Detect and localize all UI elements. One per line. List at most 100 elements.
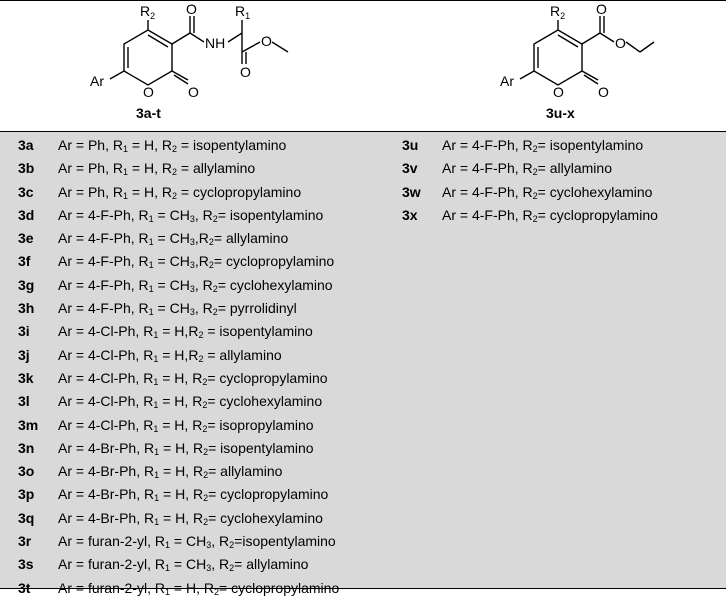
label-ar: Ar: [90, 73, 104, 89]
table-row: 3j Ar = 4-Cl-Ph, R1 = H,R2 = allylamino: [18, 344, 398, 367]
ar-bond: [519, 70, 535, 80]
table-row: 3n Ar = 4-Br-Ph, R1 = H, R2= isopentylami…: [18, 437, 398, 460]
label-r1: R1: [235, 3, 250, 21]
compound-id: 3r: [18, 533, 32, 550]
table-column-left: 3a Ar = Ph, R1 = H, R2 = isopentylamino 3b…: [18, 134, 398, 600]
table-row: 3f Ar = 4-F-Ph, R1 = CH3,R2= cyclopropyla…: [18, 250, 398, 273]
lactone-co-bond-2: [583, 74, 599, 85]
substituent-description: Ar = furan-2-yl, R1 = CH3, R2=isopentyla…: [58, 533, 336, 551]
lactone-co-bond-2: [173, 74, 189, 85]
ethyl-bond-2: [639, 41, 655, 53]
ring-double-bond-2: [147, 34, 169, 48]
substituent-description: Ar = 4-F-Ph, R2= allylamino: [442, 160, 612, 178]
lactone-co-bond: [581, 70, 599, 81]
compound-id: 3g: [18, 276, 35, 293]
substituent-description: Ar = 4-Br-Ph, R1 = H, R2= cyclopropylami…: [58, 486, 329, 504]
compound-id: 3w: [402, 183, 421, 200]
compound-id: 3q: [18, 509, 35, 526]
compound-id: 3b: [18, 160, 35, 177]
substituent-description: Ar = 4-F-Ph, R1 = CH3, R2= pyrrolidinyl: [58, 300, 297, 318]
table-row: 3g Ar = 4-F-Ph, R1 = CH3, R2= cyclohexyla…: [18, 274, 398, 297]
table-row: 3h Ar = 4-F-Ph, R1 = CH3, R2= pyrrolidiny…: [18, 297, 398, 320]
compound-id: 3f: [18, 253, 31, 270]
structure-3a-t: R2 R1 O NH O O Ar O O 3a-t: [60, 0, 360, 128]
label-o-ester-dbl: O: [596, 1, 607, 17]
ester-o-bond: [599, 32, 615, 43]
compound-id: 3c: [18, 183, 34, 200]
compound-id: 3d: [18, 206, 35, 223]
compound-id: 3h: [18, 300, 35, 317]
methyl-bond: [271, 41, 289, 53]
ester-o-bond: [241, 41, 261, 53]
label-ar: Ar: [500, 73, 514, 89]
substituent-description: Ar = 4-Br-Ph, R1 = H, R2= isopentylamino: [58, 439, 314, 457]
compound-id: 3p: [18, 486, 35, 503]
substituent-description: Ar = Ph, R1 = H, R2 = cyclopropylamino: [58, 183, 302, 201]
ring-bonds: [533, 29, 583, 86]
table-row: 3e Ar = 4-F-Ph, R1 = CH3,R2= allylamino: [18, 227, 398, 250]
structure-3u-x-drawing: R2 O O Ar O O 3u-x: [500, 1, 655, 121]
ethyl-bond-1: [625, 41, 641, 53]
label-o-ester: O: [615, 35, 626, 51]
compound-id: 3a: [18, 137, 34, 153]
substituent-description: Ar = 4-Cl-Ph, R1 = H,R2 = allylamino: [58, 346, 282, 364]
label-o-ring: O: [143, 84, 154, 100]
substituent-description: Ar = 4-F-Ph, R2= cyclopropylamino: [442, 206, 658, 224]
table-row: 3a Ar = Ph, R1 = H, R2 = isopentylamino: [18, 134, 398, 157]
table-row: 3w Ar = 4-F-Ph, R2= cyclohexylamino: [402, 181, 722, 204]
substituent-description: Ar = 4-Cl-Ph, R1 = H,R2 = isopentylamino: [58, 323, 313, 341]
table-row: 3v Ar = 4-F-Ph, R2= allylamino: [402, 157, 722, 180]
table-row: 3d Ar = 4-F-Ph, R1 = CH3, R2= isopentylam…: [18, 204, 398, 227]
label-r2: R2: [140, 3, 155, 21]
substituent-description: Ar = 4-F-Ph, R1 = CH3, R2= cyclohexylami…: [58, 276, 333, 294]
label-r2: R2: [550, 3, 565, 21]
lactone-co-bond: [171, 70, 189, 81]
substituent-description: Ar = 4-Cl-Ph, R1 = H, R2= isopropylamino: [58, 416, 314, 434]
substituent-description: Ar = 4-Br-Ph, R1 = H, R2= allylamino: [58, 463, 283, 481]
ring-double-bond-2: [557, 34, 579, 48]
compound-id: 3l: [18, 393, 30, 410]
label-o-ester-dbl: O: [240, 64, 251, 80]
label-nh: NH: [205, 35, 225, 51]
compound-id: 3e: [18, 230, 34, 247]
structure-3u-x: R2 O O Ar O O 3u-x: [470, 0, 710, 128]
substituent-description: Ar = Ph, R1 = H, R2 = allylamino: [58, 160, 256, 178]
compound-label-3a-t: 3a-t: [136, 105, 161, 121]
substituent-description: Ar = 4-F-Ph, R1 = CH3,R2= cyclopropylami…: [58, 253, 335, 271]
compound-id: 3k: [18, 369, 34, 386]
label-o-carbonyl: O: [188, 84, 199, 100]
compound-id: 3s: [18, 556, 34, 573]
compound-id: 3m: [18, 416, 39, 433]
table-row: 3s Ar = furan-2-yl, R1 = CH3, R2= allylam…: [18, 553, 398, 576]
amide-bond-n: [189, 32, 205, 43]
substituent-description: Ar = 4-F-Ph, R1 = CH3,R2= allylamino: [58, 230, 289, 248]
substituent-description: Ar = 4-F-Ph, R1 = CH3, R2= isopentylamin…: [58, 206, 324, 224]
ring-bonds: [123, 29, 173, 86]
table-row: 3c Ar = Ph, R1 = H, R2 = cyclopropylamino: [18, 181, 398, 204]
table-row: 3p Ar = 4-Br-Ph, R1 = H, R2= cyclopropyla…: [18, 483, 398, 506]
table-row: 3x Ar = 4-F-Ph, R2= cyclopropylamino: [402, 204, 722, 227]
table-row: 3m Ar = 4-Cl-Ph, R1 = H, R2= isopropylami…: [18, 414, 398, 437]
compound-id: 3i: [18, 323, 30, 340]
label-o-ring: O: [553, 84, 564, 100]
substituent-description: Ar = Ph, R1 = H, R2 = isopentylamino: [58, 137, 287, 154]
ar-bond: [109, 70, 125, 80]
compound-label-3u-x: 3u-x: [546, 105, 575, 121]
amide-bond-1: [171, 32, 191, 45]
substituent-description: Ar = 4-F-Ph, R2= cyclohexylamino: [442, 183, 653, 201]
substituent-description: Ar = furan-2-yl, R1 = CH3, R2= allylamin…: [58, 556, 309, 574]
compound-id: 3o: [18, 463, 35, 480]
substituent-description: Ar = furan-2-yl, R1 = H, R2= cyclopropyl…: [58, 579, 340, 597]
compound-id: 3v: [402, 160, 418, 177]
compound-id: 3j: [18, 346, 30, 363]
table-row: 3r Ar = furan-2-yl, R1 = CH3, R2=isopenty…: [18, 530, 398, 553]
table-row: 3b Ar = Ph, R1 = H, R2 = allylamino: [18, 157, 398, 180]
compound-id: 3n: [18, 439, 35, 456]
compound-id: 3x: [402, 206, 418, 223]
